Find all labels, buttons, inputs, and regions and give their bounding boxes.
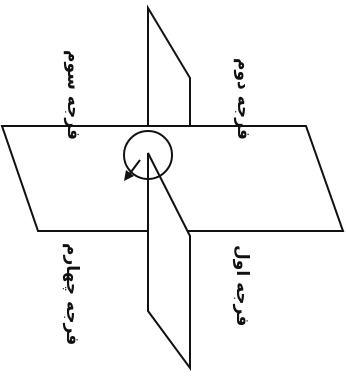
vertical-plane-lower — [147, 152, 191, 372]
horizontal-plane — [0, 125, 345, 232]
label-octant-3: فرجه سوم — [63, 50, 83, 140]
rotation-circle — [123, 130, 173, 180]
label-octant-4: فرجه چهارم — [62, 243, 82, 345]
rotation-arrowhead — [124, 170, 134, 181]
label-octant-2: فرجه دوم — [233, 58, 253, 140]
label-octant-1: فرجه اول — [232, 245, 252, 326]
